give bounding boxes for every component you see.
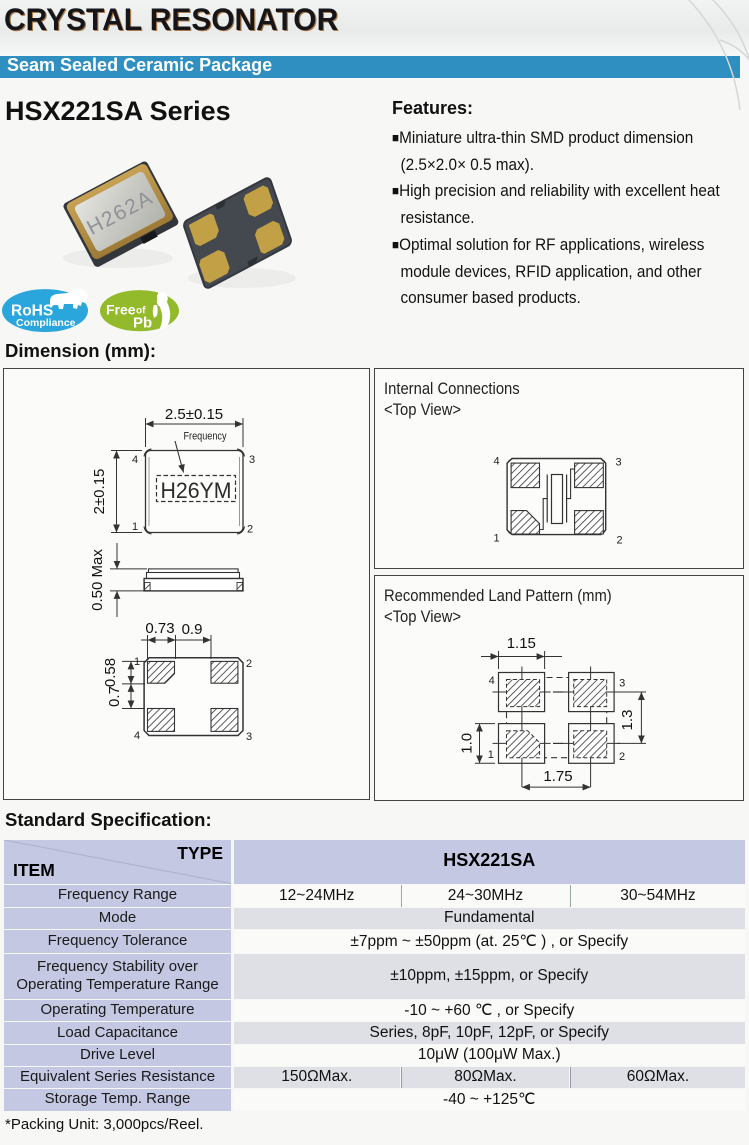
svg-text:0.7: 0.7 (106, 686, 123, 707)
svg-text:1.3: 1.3 (619, 710, 636, 731)
svg-text:2: 2 (247, 524, 253, 536)
svg-text:2: 2 (246, 658, 252, 670)
svg-text:1.0: 1.0 (459, 733, 476, 754)
svg-text:H26YM: H26YM (161, 478, 232, 503)
svg-text:4: 4 (134, 730, 140, 742)
svg-text:Compliance: Compliance (16, 317, 76, 329)
svg-text:RoHS: RoHS (11, 303, 53, 320)
svg-text:2: 2 (616, 535, 622, 547)
svg-text:Free: Free (106, 302, 136, 318)
svg-text:2: 2 (619, 751, 625, 763)
svg-text:4: 4 (132, 454, 138, 466)
svg-text:1: 1 (134, 656, 140, 668)
svg-text:0.50 Max: 0.50 Max (89, 549, 106, 611)
svg-text:1: 1 (493, 533, 499, 545)
svg-text:4: 4 (489, 675, 495, 687)
svg-text:3: 3 (249, 454, 255, 466)
svg-text:2.5±0.15: 2.5±0.15 (165, 406, 223, 423)
svg-text:1.75: 1.75 (543, 768, 572, 785)
svg-text:4: 4 (493, 456, 499, 468)
svg-text:2±0.15: 2±0.15 (91, 469, 108, 515)
svg-text:3: 3 (615, 457, 621, 469)
svg-text:0.58: 0.58 (102, 658, 119, 687)
svg-text:Frequency: Frequency (184, 431, 227, 443)
svg-text:0.73: 0.73 (145, 620, 174, 637)
svg-text:1.15: 1.15 (507, 635, 536, 652)
svg-text:0.9: 0.9 (182, 621, 203, 638)
svg-text:3: 3 (619, 678, 625, 690)
svg-text:3: 3 (246, 731, 252, 743)
svg-text:1: 1 (488, 749, 494, 761)
svg-text:1: 1 (132, 521, 138, 533)
svg-text:of: of (136, 306, 146, 317)
svg-text:Pb: Pb (133, 315, 152, 332)
